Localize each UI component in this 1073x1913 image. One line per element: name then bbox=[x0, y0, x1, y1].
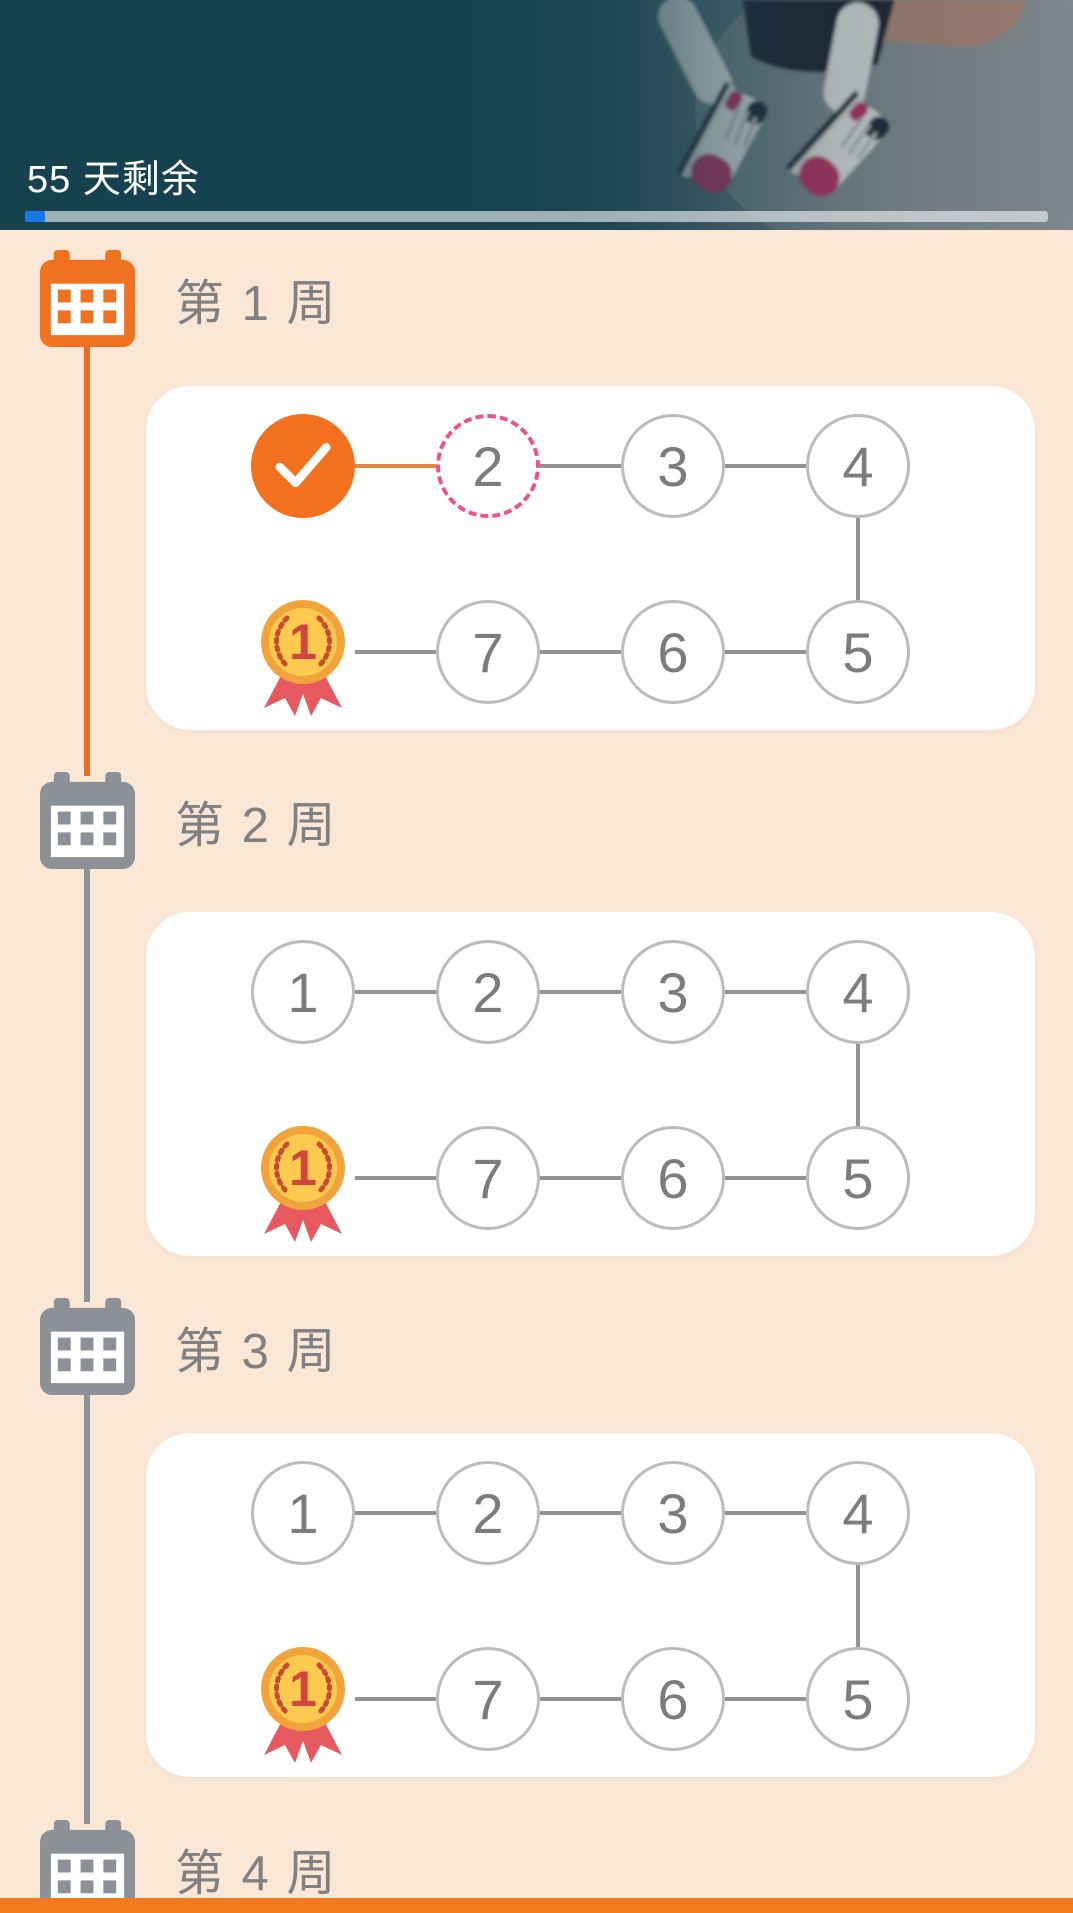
medal-rank: 1 bbox=[289, 1661, 317, 1717]
calendar-icon bbox=[40, 1820, 135, 1913]
week-3-top-row: 1 2 3 4 bbox=[251, 1461, 910, 1565]
week1-day-3-circle[interactable]: 3 bbox=[621, 414, 725, 518]
days-remaining-label: 55 天剩余 bbox=[27, 159, 200, 201]
connector-line bbox=[725, 1511, 806, 1515]
day-number: 3 bbox=[657, 1481, 689, 1545]
connector-line bbox=[355, 650, 436, 654]
connector-line bbox=[355, 1511, 436, 1515]
day-number: 3 bbox=[657, 960, 689, 1024]
calendar-icon bbox=[40, 1298, 135, 1395]
connector-line bbox=[355, 464, 436, 468]
bottom-action-bar[interactable] bbox=[0, 1898, 1073, 1913]
day-number: 6 bbox=[657, 1146, 689, 1210]
connector-line bbox=[540, 990, 621, 994]
day-number: 2 bbox=[472, 434, 504, 498]
week-1-card: 2 3 4 1 bbox=[146, 386, 1035, 730]
timeline-rail-week3 bbox=[84, 1392, 90, 1824]
day-number: 1 bbox=[287, 1481, 319, 1545]
medal-rank: 1 bbox=[289, 1140, 317, 1196]
week1-day-2-circle[interactable]: 2 bbox=[436, 414, 540, 518]
timeline-rail-week2 bbox=[84, 866, 90, 1302]
connector-line bbox=[725, 990, 806, 994]
check-icon bbox=[275, 443, 331, 488]
week-2-card: 1 2 3 4 bbox=[146, 912, 1035, 1256]
week-2-label: 第 2 周 bbox=[175, 799, 338, 853]
calendar-icon bbox=[40, 250, 135, 347]
calendar-icon bbox=[40, 772, 135, 869]
week-1-top-row: 2 3 4 bbox=[251, 414, 910, 518]
week-3-header: 第 3 周 bbox=[40, 1298, 337, 1397]
week2-day-7-circle[interactable]: 7 bbox=[436, 1126, 540, 1230]
week-3-medal-icon: 1 bbox=[251, 1647, 355, 1763]
week3-day-6-circle[interactable]: 6 bbox=[621, 1647, 725, 1751]
day-number: 4 bbox=[842, 1481, 874, 1545]
connector-line bbox=[725, 1697, 806, 1701]
week-1-label: 第 1 周 bbox=[175, 277, 338, 331]
week-3-label: 第 3 周 bbox=[175, 1325, 338, 1379]
day-number: 4 bbox=[842, 960, 874, 1024]
plan-progress-bar bbox=[25, 211, 1048, 222]
week3-day-4-circle[interactable]: 4 bbox=[806, 1461, 910, 1565]
hero-teal-gradient bbox=[0, 0, 1073, 230]
week2-day-1-circle[interactable]: 1 bbox=[251, 940, 355, 1044]
week3-day-3-circle[interactable]: 3 bbox=[621, 1461, 725, 1565]
week2-day-5-circle[interactable]: 5 bbox=[806, 1126, 910, 1230]
connector-line bbox=[725, 1176, 806, 1180]
connector-line bbox=[540, 464, 621, 468]
day-number: 5 bbox=[842, 1146, 874, 1210]
week1-day-5-circle[interactable]: 5 bbox=[806, 600, 910, 704]
week3-day-5-circle[interactable]: 5 bbox=[806, 1647, 910, 1751]
week2-day-3-circle[interactable]: 3 bbox=[621, 940, 725, 1044]
connector-line-vertical bbox=[856, 518, 860, 600]
week1-day-7-circle[interactable]: 7 bbox=[436, 600, 540, 704]
week1-day-1-circle[interactable] bbox=[251, 414, 355, 518]
connector-line bbox=[355, 1697, 436, 1701]
week-1-header: 第 1 周 bbox=[40, 250, 337, 349]
hero-header: 55 天剩余 bbox=[0, 0, 1073, 230]
week-2-header: 第 2 周 bbox=[40, 772, 337, 871]
week2-day-2-circle[interactable]: 2 bbox=[436, 940, 540, 1044]
week3-day-1-circle[interactable]: 1 bbox=[251, 1461, 355, 1565]
week-1-medal-icon: 1 bbox=[251, 600, 355, 716]
medal-rank: 1 bbox=[289, 614, 317, 670]
connector-line bbox=[355, 990, 436, 994]
day-number: 7 bbox=[472, 620, 504, 684]
connector-line bbox=[725, 464, 806, 468]
connector-line bbox=[355, 1176, 436, 1180]
day-number: 5 bbox=[842, 1667, 874, 1731]
week-2-top-row: 1 2 3 4 bbox=[251, 940, 910, 1044]
day-number: 3 bbox=[657, 434, 689, 498]
day-number: 2 bbox=[472, 960, 504, 1024]
timeline-rail-week1 bbox=[84, 345, 90, 776]
day-number: 7 bbox=[472, 1146, 504, 1210]
week-2-bottom-row: 1 7 6 5 bbox=[251, 1126, 910, 1242]
day-number: 7 bbox=[472, 1667, 504, 1731]
connector-line bbox=[725, 650, 806, 654]
connector-line bbox=[540, 1511, 621, 1515]
plan-progress-fill bbox=[25, 211, 46, 222]
week-4-header: 第 4 周 bbox=[40, 1820, 337, 1913]
week-2-medal-icon: 1 bbox=[251, 1126, 355, 1242]
day-number: 6 bbox=[657, 1667, 689, 1731]
week-3-card: 1 2 3 4 bbox=[146, 1433, 1035, 1777]
week1-day-4-circle[interactable]: 4 bbox=[806, 414, 910, 518]
day-number: 6 bbox=[657, 620, 689, 684]
connector-line bbox=[540, 1697, 621, 1701]
connector-line bbox=[540, 650, 621, 654]
day-number: 5 bbox=[842, 620, 874, 684]
week3-day-2-circle[interactable]: 2 bbox=[436, 1461, 540, 1565]
connector-line-vertical bbox=[856, 1044, 860, 1126]
day-number: 4 bbox=[842, 434, 874, 498]
connector-line bbox=[540, 1176, 621, 1180]
week3-day-7-circle[interactable]: 7 bbox=[436, 1647, 540, 1751]
connector-line-vertical bbox=[856, 1565, 860, 1647]
week-1-bottom-row: 1 7 6 5 bbox=[251, 600, 910, 716]
day-number: 1 bbox=[287, 960, 319, 1024]
week1-day-6-circle[interactable]: 6 bbox=[621, 600, 725, 704]
week-4-label: 第 4 周 bbox=[175, 1847, 338, 1901]
day-number: 2 bbox=[472, 1481, 504, 1545]
week-3-bottom-row: 1 7 6 5 bbox=[251, 1647, 910, 1763]
week2-day-6-circle[interactable]: 6 bbox=[621, 1126, 725, 1230]
week2-day-4-circle[interactable]: 4 bbox=[806, 940, 910, 1044]
